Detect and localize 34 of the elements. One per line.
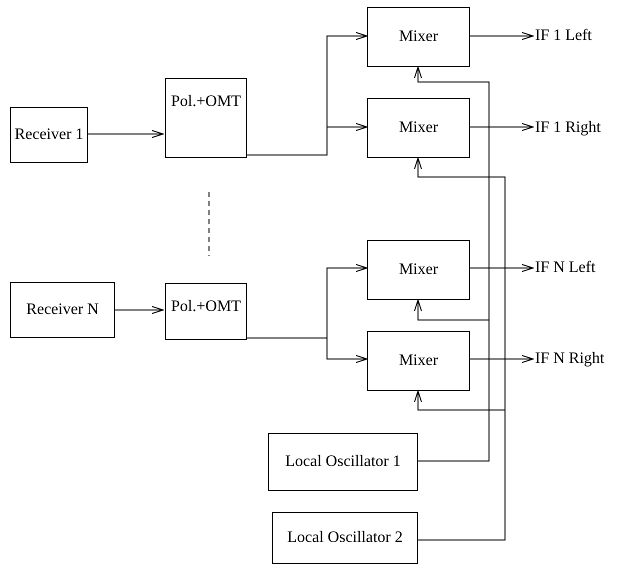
block-label: Receiver N	[26, 301, 99, 319]
connector-arrow	[414, 390, 506, 540]
block-box	[367, 98, 470, 158]
block-box	[272, 512, 418, 564]
block-box	[367, 240, 470, 300]
connector-arrow	[114, 306, 164, 314]
output-label: IF N Right	[535, 349, 604, 369]
block-label: Mixer	[398, 28, 438, 46]
block-label: Local Oscillator 1	[285, 453, 401, 471]
output-label: IF 1 Right	[535, 118, 601, 138]
block-box	[268, 433, 418, 491]
block-box	[367, 331, 470, 391]
connector-arrow	[246, 123, 368, 156]
block-label: Mixer	[398, 119, 438, 137]
block-label: Receiver 1	[14, 126, 84, 144]
block-box	[165, 283, 247, 340]
connector-arrow	[470, 32, 534, 40]
block-label: Pol.+OMT	[171, 298, 241, 316]
output-label: IF 1 Left	[535, 26, 592, 46]
block-box	[367, 7, 470, 67]
output-label: IF N Left	[535, 258, 596, 278]
connector-arrow	[414, 300, 490, 462]
connector-arrow	[470, 123, 534, 131]
block-label: Mixer	[398, 261, 438, 279]
connector-arrow	[470, 355, 534, 363]
connector-arrow	[88, 130, 164, 138]
block-label: Pol.+OMT	[171, 93, 241, 111]
block-label: Mixer	[398, 352, 438, 370]
block-label: Local Oscillator 2	[287, 529, 403, 547]
connector-arrow	[470, 264, 534, 272]
block-box	[165, 78, 247, 158]
block-box	[10, 107, 88, 163]
block-box	[10, 282, 115, 338]
connector-arrow	[246, 338, 368, 363]
